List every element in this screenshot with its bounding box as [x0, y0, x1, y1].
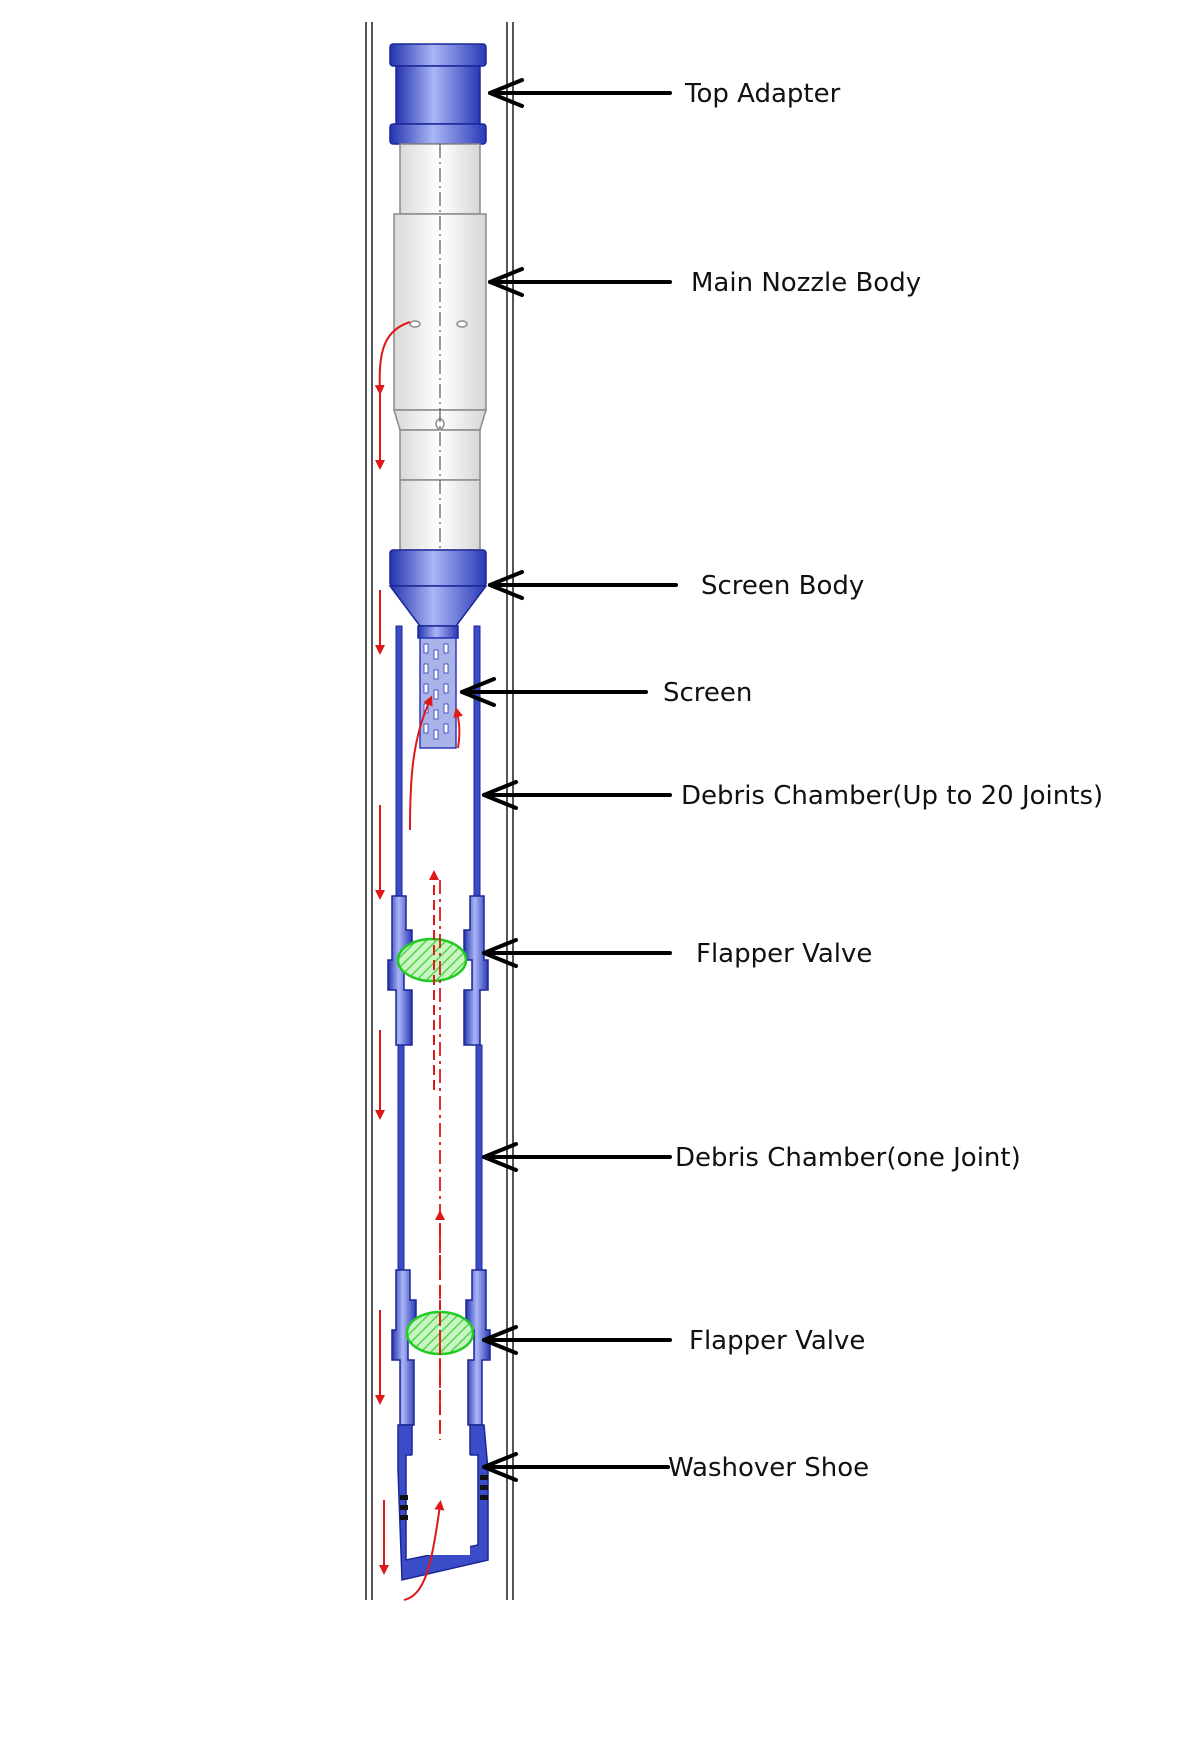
label-top-adapter: Top Adapter: [684, 79, 841, 109]
flow-arrow-up-screen: [409, 695, 433, 831]
casing: [365, 22, 514, 1600]
washover-shoe-part: [397, 1424, 489, 1581]
label-main-nozzle-body: Main Nozzle Body: [691, 268, 921, 298]
flow-arrow-inlet: [403, 1500, 445, 1601]
flow-arrow-nozzle-out: [374, 321, 411, 395]
label-flapper-valve-lower: Flapper Valve: [689, 1326, 865, 1356]
screen-body-part: [388, 549, 488, 639]
label-screen: Screen: [663, 678, 752, 708]
callouts: [460, 78, 678, 1482]
label-washover-shoe: Washover Shoe: [668, 1453, 869, 1483]
top-adapter-part: [389, 43, 487, 145]
screen-part: [419, 637, 457, 749]
label-flapper-valve-upper: Flapper Valve: [696, 939, 872, 969]
flow-arrows: [374, 321, 463, 1601]
flapper-valve-upper-part: [387, 895, 489, 1046]
label-debris-chamber-lower: Debris Chamber(one Joint): [675, 1143, 1021, 1173]
label-debris-chamber-upper: Debris Chamber(Up to 20 Joints): [681, 781, 1103, 811]
flow-arrow-up-screen-right: [453, 707, 463, 749]
main-nozzle-body-part: [392, 143, 488, 551]
label-screen-body: Screen Body: [701, 571, 864, 601]
